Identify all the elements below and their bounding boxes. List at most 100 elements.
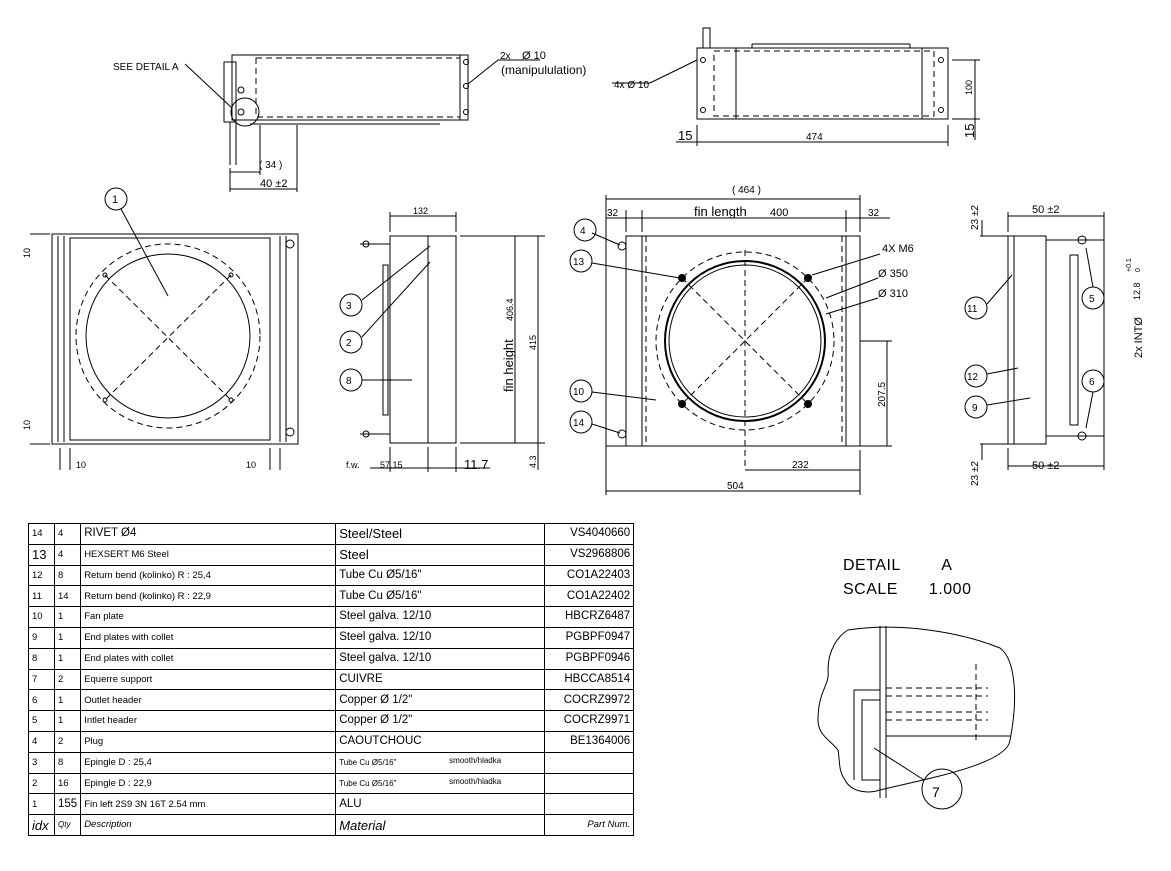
callout-6: 6: [1089, 377, 1095, 388]
bom-qty: 8: [53, 751, 82, 774]
callout-3: 3: [346, 301, 352, 312]
front-view: 1 10 10 10 10: [22, 187, 299, 470]
bom-part-num-text: CO1A22403: [566, 568, 631, 581]
bom-qty: 2: [53, 730, 82, 753]
bom-description: Fan plate: [80, 606, 337, 628]
bom-material-text: CUIVRE: [339, 672, 383, 685]
bom-header-row: idx Qty Description Material Part Num.: [28, 814, 635, 836]
bom-idx-text: 8: [32, 652, 38, 664]
side-outline: [389, 235, 457, 444]
bom-material-text: Copper Ø 1/2": [339, 714, 413, 727]
fw-label: f.w.: [346, 460, 360, 470]
bom-idx: 1: [28, 793, 55, 816]
end-view: 11 5 12 9 6 23 ±2 50 ±2 23 ±2 50 ±2 2x I…: [964, 204, 1145, 486]
bom-note: smooth/hladka: [449, 776, 502, 786]
bom-part-num: [544, 751, 635, 774]
bom-qty: 1: [53, 689, 82, 712]
dim-400: 400: [770, 207, 788, 219]
detail-outline: [817, 626, 1016, 793]
bom-part-num: VS2968806: [544, 543, 635, 566]
bom-qty-text: 155: [58, 797, 78, 810]
int-value: 12.8: [1132, 282, 1142, 300]
callout-9: 9: [972, 403, 978, 414]
bom-material: CUIVRE: [335, 668, 546, 691]
bom-qty: 1: [53, 606, 82, 628]
fin-block: [69, 237, 271, 441]
fin-height-label: fin height: [501, 339, 516, 392]
dim-15a: 15: [678, 128, 692, 143]
housing-outline: [231, 54, 469, 121]
bom-header-desc: Description: [80, 814, 337, 836]
bom-part-num-text: CO1A22402: [566, 589, 631, 602]
callout-1-label: 1: [112, 194, 118, 206]
bom-material-text: Tube Cu Ø5/16": [339, 589, 422, 602]
bom-idx: 8: [28, 647, 55, 670]
bom-material-text: CAOUTCHOUC: [339, 735, 422, 748]
callout-7: [921, 768, 963, 810]
int-label: 2x INTØ: [1133, 317, 1145, 358]
dim-57: 57.15: [380, 460, 403, 470]
bom-description: Outlet header: [80, 689, 337, 712]
bom-part-num: CO1A22403: [544, 564, 635, 587]
bom-material: Steel: [335, 543, 546, 566]
detail-letter: A: [941, 557, 953, 574]
callout-1: [104, 187, 128, 211]
dim-32b: 32: [868, 208, 880, 219]
bom-part-num-text: PGBPF0946: [565, 651, 631, 664]
callout-12: 12: [967, 372, 979, 383]
bom-idx-text: 6: [32, 694, 38, 706]
callout-5: 5: [1089, 294, 1095, 305]
bom-description: HEXSERT M6 Steel: [80, 543, 337, 566]
bom-idx-text: 2: [32, 777, 38, 789]
scale-label: SCALE: [843, 581, 898, 598]
bom-description-text: Return bend (kolinko) R : 25,4: [84, 569, 211, 581]
bom-material: Tube Cu Ø5/16"smooth/hladka: [335, 772, 546, 795]
dim-23-top: 23 ±2: [970, 205, 981, 230]
bom-idx-text: 9: [32, 632, 38, 644]
end-plate-outline: [1007, 235, 1047, 445]
bom-idx-text: 4: [32, 736, 38, 748]
bom-part-num-text: VS2968806: [570, 547, 631, 560]
bom-idx: 6: [28, 689, 55, 712]
bom-description-text: Fin left 2S9 3N 16T 2.54 mm: [84, 798, 206, 810]
callout-13: 13: [573, 257, 585, 268]
fin-length-label: fin length: [694, 204, 747, 219]
side-view: 3 2 8 132 fin height 406.4 415 4.3 f.w. …: [339, 206, 545, 472]
bom-part-num: BE1364006: [544, 730, 635, 753]
bom-qty-text: 1: [58, 632, 64, 644]
bom-description: Plug: [80, 730, 337, 753]
bom-qty: 2: [53, 668, 82, 691]
bom-row: 8 1 End plates with collet Steel galva. 12/…: [28, 647, 635, 670]
bom-material: Tube Cu Ø5/16": [335, 564, 546, 587]
coil-hidden: [255, 57, 461, 118]
dim-232: 232: [792, 460, 809, 471]
dim-10-bottom: 10: [22, 420, 32, 430]
bom-material-text: Steel galva. 12/10: [339, 610, 432, 623]
bom-description: Epingle D : 22,9: [80, 772, 337, 795]
dim-132: 132: [413, 206, 428, 216]
bom-qty-text: 1: [58, 611, 64, 623]
bom-qty-text: 1: [58, 652, 64, 664]
bom-idx: 9: [28, 626, 55, 649]
callout-2: 2: [346, 338, 352, 349]
frame-outline: [51, 233, 299, 445]
bolts-label: 4X M6: [882, 243, 914, 255]
bom-material: Steel galva. 12/10: [335, 647, 546, 670]
dim-464: ( 464 ): [732, 185, 761, 196]
holes-count: 2x: [500, 51, 511, 62]
detail-scale: SCALE 1.000: [843, 581, 971, 599]
detail-title: DETAIL A: [843, 557, 952, 575]
bom-idx: 5: [28, 710, 55, 732]
bom-material: Tube Cu Ø5/16"smooth/hladka: [335, 751, 546, 774]
bom-description-text: End plates with collet: [84, 652, 174, 664]
bom-material: Steel galva. 12/10: [335, 626, 546, 649]
bom-description: Intlet header: [80, 710, 337, 732]
